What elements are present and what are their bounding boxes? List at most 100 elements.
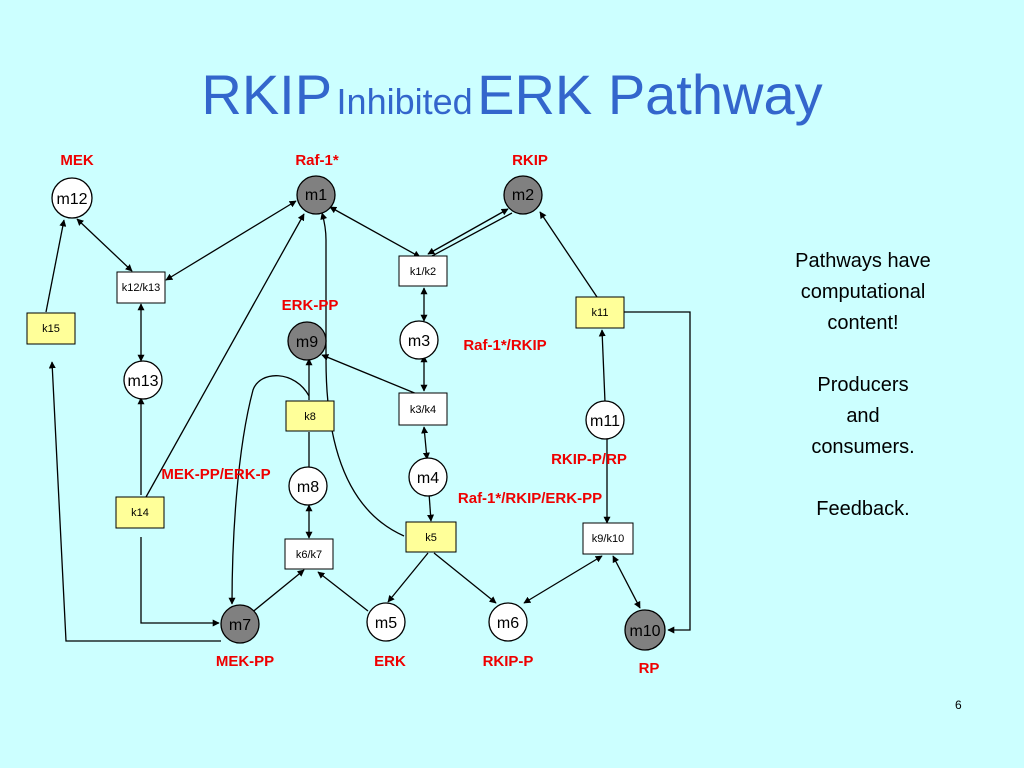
node-m5-label: m5 (375, 615, 397, 632)
node-m10-label: m10 (629, 623, 660, 640)
edge-k5-m1-feedback (320, 212, 405, 537)
reaction-k1k2: k1/k2 (398, 255, 448, 287)
title-part-2: Inhibited (336, 81, 473, 122)
edges (45, 200, 691, 642)
node-m9-label: m9 (296, 334, 318, 351)
note-line-3: content! (827, 312, 899, 334)
label-rkip: RKIP (512, 152, 548, 169)
edge-k3k4-m4 (421, 426, 430, 460)
reaction-k14: k14 (115, 496, 165, 529)
reaction-k1k2-label: k1/k2 (410, 266, 436, 278)
node-m9: m9 (287, 321, 327, 361)
reaction-k5: k5 (405, 521, 457, 553)
note-line-7: Feedback. (816, 498, 910, 520)
label-mek-pp-erk-p: MEK-PP/ERK-P (161, 466, 270, 483)
side-notes: Pathways have computational content! Pro… (763, 246, 963, 525)
edge-k14-m1 (145, 213, 305, 498)
slide-title: RKIP Inhibited ERK Pathway (0, 62, 1024, 127)
molecule-nodes: m1 m2 m3 m4 m5 m6 m7 m8 (51, 175, 666, 651)
node-m13-label: m13 (127, 373, 158, 390)
node-m2: m2 (503, 175, 543, 215)
edge-m4-k5 (427, 492, 435, 522)
label-rp: RP (639, 660, 660, 677)
reaction-k6k7: k6/k7 (284, 538, 334, 570)
node-m8: m8 (288, 466, 328, 506)
edge-k11-m10 (624, 311, 691, 634)
edge-k15-m12 (45, 219, 67, 313)
label-raf1: Raf-1* (295, 152, 339, 169)
reaction-k15-label: k15 (42, 323, 60, 335)
reaction-k6k7-label: k6/k7 (296, 549, 322, 561)
reaction-k11: k11 (575, 296, 625, 329)
note-spacer-2 (763, 463, 963, 494)
label-rkip-p-rp: RKIP-P/RP (551, 451, 627, 468)
node-m5: m5 (366, 602, 406, 642)
title-part-1: RKIP (201, 63, 333, 126)
node-m1-label: m1 (305, 187, 327, 204)
edge-m2-k1k2 (427, 208, 509, 255)
edge-m9-k3k4 (321, 354, 418, 395)
label-erk-pp: ERK-PP (282, 297, 339, 314)
label-mek: MEK (60, 152, 94, 169)
edge-m11-k11 (598, 329, 606, 403)
note-line-4: Producers (817, 374, 909, 396)
title-part-3: ERK Pathway (477, 63, 823, 126)
note-spacer-1 (763, 339, 963, 370)
note-line-6: consumers. (811, 436, 915, 458)
reaction-k8-label: k8 (304, 411, 316, 423)
node-m3-label: m3 (408, 333, 430, 350)
edge-k8-m7 (228, 375, 310, 605)
edge-m7-k15 (48, 361, 221, 642)
node-m13: m13 (123, 360, 163, 400)
node-m4-label: m4 (417, 470, 439, 487)
reaction-k15: k15 (26, 312, 76, 345)
reaction-k3k4-label: k3/k4 (410, 404, 436, 416)
edge-k5-m6 (433, 552, 497, 604)
note-line-1: Pathways have (795, 250, 931, 272)
reaction-boxes: k1/k2 k3/k4 k5 k6/k7 k8 k9/k10 k11 k12/ (26, 255, 634, 570)
node-m11-label: m11 (590, 413, 620, 430)
label-rkip-p: RKIP-P (483, 653, 534, 670)
note-line-2: computational (800, 281, 926, 303)
reaction-k11-label: k11 (592, 307, 609, 319)
edge-m5-k6k7 (317, 571, 369, 612)
node-m10: m10 (624, 609, 666, 651)
label-mek-pp: MEK-PP (216, 653, 274, 670)
edge-m7-k6k7 (249, 569, 305, 615)
node-m7: m7 (220, 604, 260, 644)
node-m7-label: m7 (229, 617, 251, 634)
reaction-k5-label: k5 (425, 532, 437, 544)
reaction-k12k13: k12/k13 (116, 271, 166, 304)
label-raf1-rkip-erk-pp: Raf-1*/RKIP/ERK-PP (458, 490, 602, 507)
reaction-k8: k8 (285, 400, 335, 432)
node-m4: m4 (408, 457, 448, 497)
node-m6-label: m6 (497, 615, 519, 632)
edge-k5-m5 (387, 552, 429, 603)
node-m12-label: m12 (56, 191, 87, 208)
edge-k11-m2 (539, 211, 598, 298)
edge-k9k10-m10 (612, 555, 641, 609)
label-erk: ERK (374, 653, 406, 670)
species-labels: MEK Raf-1* RKIP ERK-PP Raf-1*/RKIP RKIP-… (60, 152, 659, 677)
reaction-k12k13-label: k12/k13 (122, 282, 161, 294)
note-line-5: and (846, 405, 880, 427)
node-m11: m11 (585, 400, 625, 440)
reaction-k9k10-label: k9/k10 (592, 533, 624, 545)
edge-m1-k1k2 (329, 206, 421, 258)
edge-m2-k1k2-b (431, 212, 513, 257)
reaction-k14-label: k14 (131, 507, 149, 519)
node-m2-label: m2 (512, 187, 534, 204)
edge-m12-k12k13 (76, 218, 133, 272)
node-m1: m1 (296, 175, 336, 215)
edge-m6-k9k10 (523, 555, 603, 604)
edge-k14-m7 (140, 537, 220, 627)
label-raf1-rkip: Raf-1*/RKIP (463, 337, 546, 354)
reaction-k3k4: k3/k4 (398, 392, 448, 426)
edge-m1-k12k13 (165, 200, 297, 281)
node-m6: m6 (488, 602, 528, 642)
node-m12: m12 (51, 177, 93, 219)
node-m8-label: m8 (297, 479, 319, 496)
reaction-k9k10: k9/k10 (582, 522, 634, 555)
node-m3: m3 (399, 320, 439, 360)
